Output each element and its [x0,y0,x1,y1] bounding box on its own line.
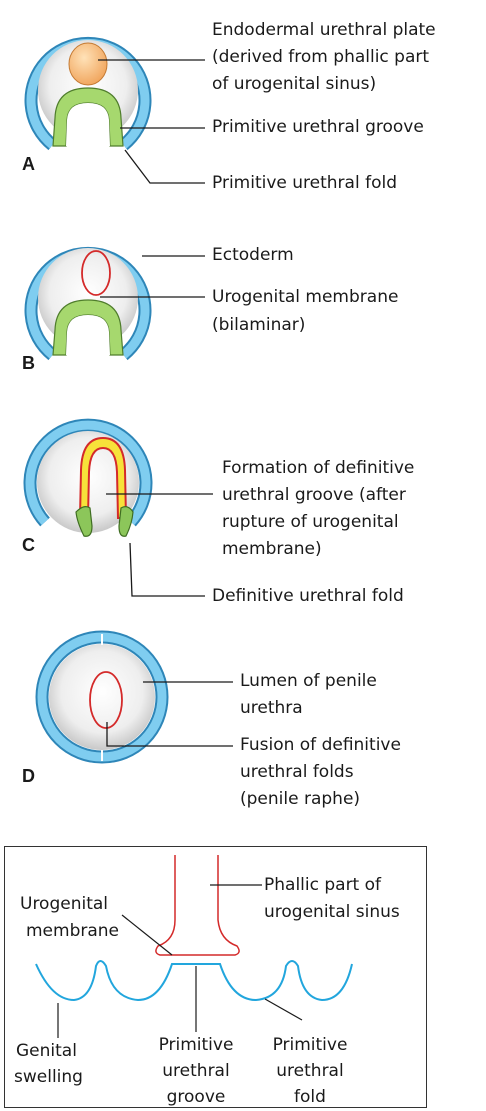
definitive-urethral-fold-right [119,507,133,537]
endodermal-urethral-plate [69,43,107,85]
label-definitive-urethral-fold: Definitive urethral fold [212,585,404,607]
panel-letter-b: B [22,353,35,374]
panel-c [30,425,213,596]
panel-letter-d: D [22,766,35,787]
panel-letter-c: C [22,535,35,556]
panel-a [31,40,205,183]
panel-b [31,248,205,355]
panel-d [42,634,233,761]
label-primitive-urethral-fold: Primitive urethral fold [212,172,397,194]
label-primitive-urethral-groove: Primitive urethral groove [212,116,424,138]
label-ectoderm: Ectoderm [212,244,294,266]
panel-letter-a: A [22,154,35,175]
